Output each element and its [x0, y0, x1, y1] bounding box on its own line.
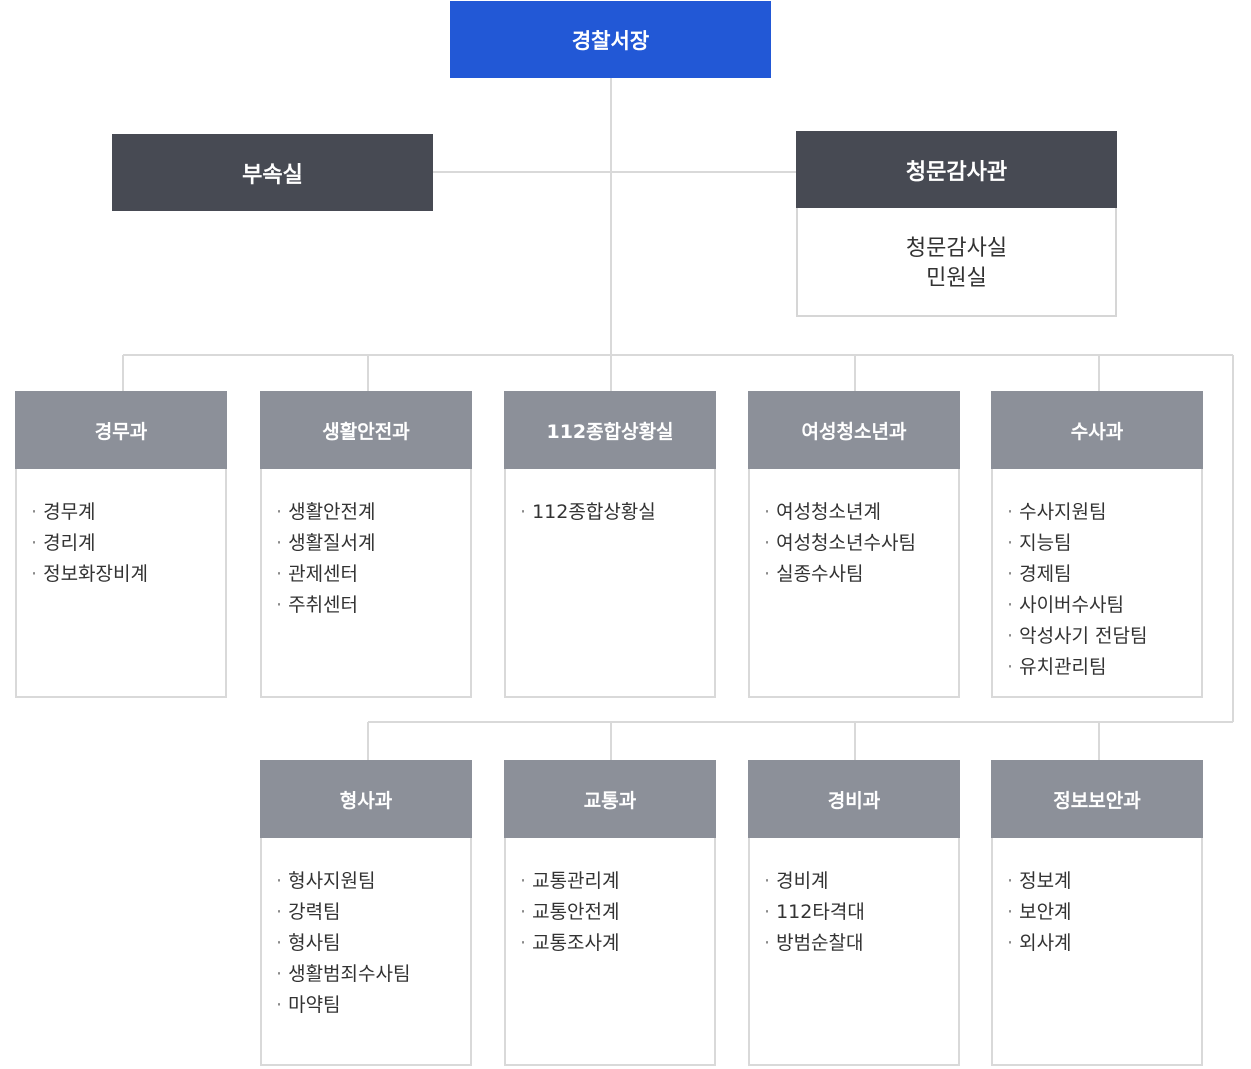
auditor-sub-unit: 민원실 — [926, 266, 987, 291]
dept-item-list: 생활안전계 생활질서계 관제센터 주취센터 — [262, 469, 470, 621]
dept-label: 여성청소년과 — [801, 420, 907, 443]
dept-item: 경리계 — [31, 528, 225, 559]
dept-label: 경무과 — [94, 420, 148, 443]
dept-header: 교통과 — [504, 760, 716, 838]
dept-item: 경제팀 — [1007, 559, 1201, 590]
dept-label: 교통과 — [583, 789, 637, 812]
dept-item: 유치관리팀 — [1007, 652, 1201, 683]
dept-box-security: 경비과 경비계 112타격대 방범순찰대 — [748, 760, 960, 1066]
dept-item: 여성청소년계 — [764, 497, 958, 528]
dept-label: 112종합상황실 — [546, 420, 674, 443]
dept-item: 보안계 — [1007, 897, 1201, 928]
dept-item: 주취센터 — [276, 590, 470, 621]
auditor-sub-unit: 청문감사실 — [905, 236, 1008, 261]
dept-label: 생활안전과 — [322, 420, 410, 443]
dept-item: 생활질서계 — [276, 528, 470, 559]
dept-item-list: 경무계 경리계 정보화장비계 — [17, 469, 225, 590]
dept-header: 생활안전과 — [260, 391, 472, 469]
dept-item-list: 형사지원팀 강력팀 형사팀 생활범죄수사팀 마약팀 — [262, 838, 470, 1021]
dept-item: 강력팀 — [276, 897, 470, 928]
dept-box-women-youth: 여성청소년과 여성청소년계 여성청소년수사팀 실종수사팀 — [748, 391, 960, 698]
dept-item-list: 112종합상황실 — [506, 469, 714, 528]
dept-item-list: 경비계 112타격대 방범순찰대 — [750, 838, 958, 959]
dept-item-list: 여성청소년계 여성청소년수사팀 실종수사팀 — [750, 469, 958, 590]
auditor-sub-units: 청문감사실 민원실 — [798, 208, 1115, 294]
dept-item: 악성사기 전담팀 — [1007, 621, 1201, 652]
dept-header: 112종합상황실 — [504, 391, 716, 469]
auditor-header: 청문감사관 — [796, 131, 1117, 208]
dept-item: 교통관리계 — [520, 866, 714, 897]
chief-box: 경찰서장 — [450, 1, 771, 78]
dept-item: 교통조사계 — [520, 928, 714, 959]
dept-item: 형사지원팀 — [276, 866, 470, 897]
chief-label: 경찰서장 — [571, 28, 650, 53]
dept-label: 경비과 — [827, 789, 881, 812]
dept-item: 생활범죄수사팀 — [276, 959, 470, 990]
dept-header: 여성청소년과 — [748, 391, 960, 469]
attached-office-box: 부속실 — [112, 134, 433, 211]
dept-label: 형사과 — [339, 789, 393, 812]
attached-office-label: 부속실 — [242, 162, 303, 188]
dept-box-criminal: 형사과 형사지원팀 강력팀 형사팀 생활범죄수사팀 마약팀 — [260, 760, 472, 1066]
dept-item: 교통안전계 — [520, 897, 714, 928]
dept-header: 수사과 — [991, 391, 1203, 469]
dept-box-intelligence: 정보보안과 정보계 보안계 외사계 — [991, 760, 1203, 1066]
dept-box-gyeongmu: 경무과 경무계 경리계 정보화장비계 — [15, 391, 227, 698]
dept-item: 112종합상황실 — [520, 497, 714, 528]
dept-item: 경무계 — [31, 497, 225, 528]
dept-item: 경비계 — [764, 866, 958, 897]
dept-item-list: 정보계 보안계 외사계 — [993, 838, 1201, 959]
dept-item: 수사지원팀 — [1007, 497, 1201, 528]
dept-box-life-safety: 생활안전과 생활안전계 생활질서계 관제센터 주취센터 — [260, 391, 472, 698]
dept-item: 생활안전계 — [276, 497, 470, 528]
dept-item: 외사계 — [1007, 928, 1201, 959]
dept-item: 정보계 — [1007, 866, 1201, 897]
dept-item: 실종수사팀 — [764, 559, 958, 590]
dept-header: 정보보안과 — [991, 760, 1203, 838]
dept-header: 경무과 — [15, 391, 227, 469]
auditor-label: 청문감사관 — [905, 159, 1008, 185]
dept-item: 사이버수사팀 — [1007, 590, 1201, 621]
dept-label: 정보보안과 — [1053, 789, 1141, 812]
dept-item: 여성청소년수사팀 — [764, 528, 958, 559]
dept-item: 정보화장비계 — [31, 559, 225, 590]
dept-box-investigation: 수사과 수사지원팀 지능팀 경제팀 사이버수사팀 악성사기 전담팀 유치관리팀 — [991, 391, 1203, 698]
dept-header: 경비과 — [748, 760, 960, 838]
dept-item-list: 수사지원팀 지능팀 경제팀 사이버수사팀 악성사기 전담팀 유치관리팀 — [993, 469, 1201, 683]
dept-box-112-situation: 112종합상황실 112종합상황실 — [504, 391, 716, 698]
dept-item: 마약팀 — [276, 990, 470, 1021]
dept-box-traffic: 교통과 교통관리계 교통안전계 교통조사계 — [504, 760, 716, 1066]
dept-label: 수사과 — [1070, 420, 1124, 443]
dept-item: 112타격대 — [764, 897, 958, 928]
dept-item-list: 교통관리계 교통안전계 교통조사계 — [506, 838, 714, 959]
dept-item: 방범순찰대 — [764, 928, 958, 959]
dept-header: 형사과 — [260, 760, 472, 838]
auditor-box: 청문감사관 청문감사실 민원실 — [796, 131, 1117, 317]
dept-item: 형사팀 — [276, 928, 470, 959]
dept-item: 지능팀 — [1007, 528, 1201, 559]
dept-item: 관제센터 — [276, 559, 470, 590]
